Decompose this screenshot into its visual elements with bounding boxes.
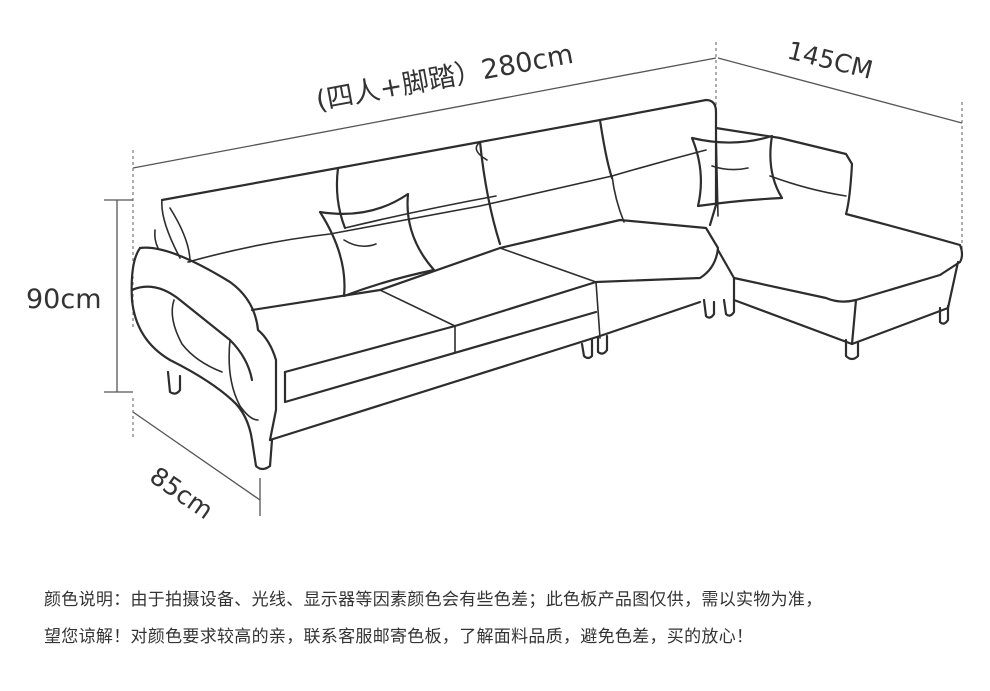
length-label: (四人+脚踏）280cm xyxy=(314,39,576,117)
color-note-line-1: 颜色说明：由于拍摄设备、光线、显示器等因素颜色会有些色差；此色板产品图仅供，需以… xyxy=(44,590,823,610)
pillow-front xyxy=(318,192,436,298)
chaise-length-label: 145CM xyxy=(785,36,876,85)
color-note-line-2: 望您谅解！对颜色要求较高的亲，联系客服邮寄色板，了解面料品质，避免色差，买的放心… xyxy=(44,627,754,647)
backrest xyxy=(160,98,718,227)
chaise xyxy=(714,126,964,303)
dimension-lines xyxy=(104,42,963,516)
height-label: 90cm xyxy=(26,284,102,315)
seat-cushions xyxy=(250,218,720,374)
left-arm xyxy=(138,246,278,442)
pillow-chaise xyxy=(690,134,784,208)
depth-label: 85cm xyxy=(145,461,219,525)
sofa-dimension-diagram: (四人+脚踏）280cm 145CM 90cm 85cm xyxy=(26,36,964,525)
sofa-outline xyxy=(130,98,964,471)
